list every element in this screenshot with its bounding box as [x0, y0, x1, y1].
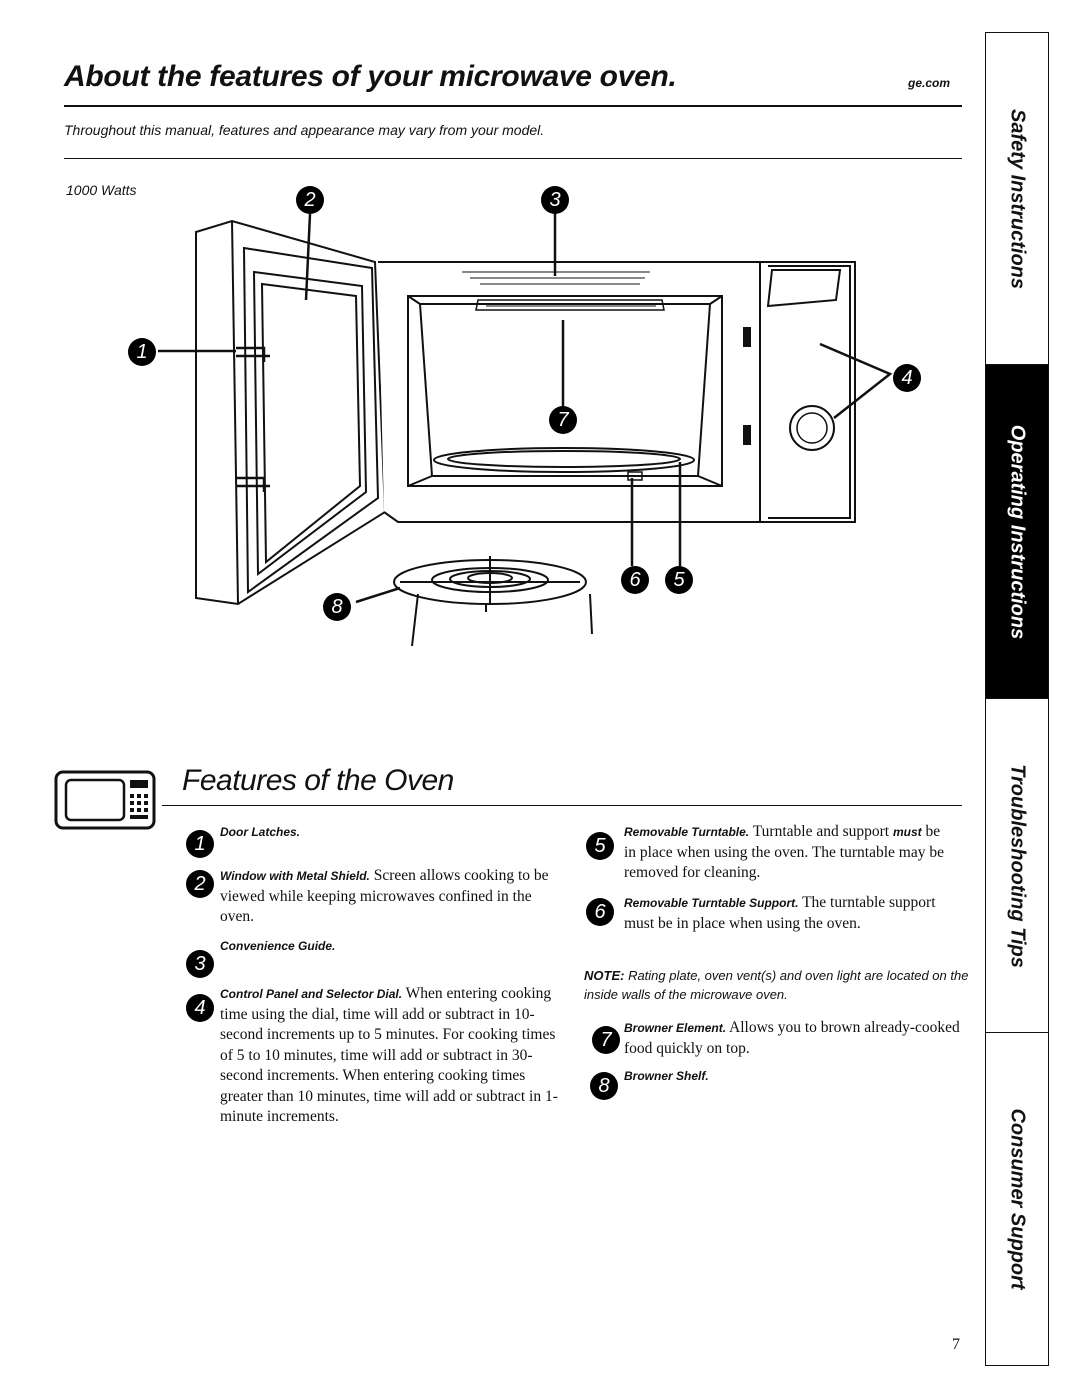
tab-safety-instructions[interactable]: Safety Instructions: [986, 33, 1048, 365]
browner-element: [475, 299, 665, 311]
watts-label: 1000 Watts: [66, 182, 137, 198]
note-label: NOTE:: [584, 968, 625, 983]
site-label: ge.com: [908, 76, 951, 90]
note-text: NOTE: Rating plate, oven vent(s) and ove…: [584, 968, 969, 1002]
callout-2: 2: [296, 186, 324, 214]
page-title: About the features of your microwave ove…: [64, 60, 677, 93]
microwave-icon: [54, 770, 156, 830]
callout-7: 7: [549, 406, 577, 434]
feature-number: 3: [186, 950, 214, 978]
feature-text: be in place when using the oven. The tur…: [624, 823, 944, 881]
feature-label: Control Panel and Selector Dial.: [220, 987, 403, 1001]
feature-label: Removable Turntable Support.: [624, 896, 799, 910]
feature-label: Browner Element.: [624, 1021, 727, 1035]
disclaimer-text: Throughout this manual, features and app…: [64, 122, 545, 138]
door-window: [252, 270, 368, 576]
callout-6: 6: [621, 566, 649, 594]
feature-item: Window with Metal Shield. Screen allows …: [220, 866, 560, 928]
feature-text: The turntable support must be in place w…: [624, 894, 936, 932]
feature-item: Browner Element. Allows you to brown alr…: [624, 1018, 964, 1059]
selector-dial: [789, 405, 835, 451]
disclaimer-rule: [64, 158, 962, 159]
callout-8: 8: [323, 593, 351, 621]
feature-number: 2: [186, 870, 214, 898]
feature-label: Removable Turntable.: [624, 825, 750, 839]
feature-number: 5: [586, 832, 614, 860]
microwave-diagram: [158, 212, 893, 647]
convenience-window: [766, 269, 842, 308]
section-title: Features of the Oven: [182, 764, 454, 797]
tab-operating-instructions[interactable]: Operating Instructions: [986, 365, 1048, 699]
feature-text: When entering cooking time using the dia…: [220, 985, 558, 1125]
feature-number: 8: [590, 1072, 618, 1100]
section-rule: [162, 805, 962, 806]
page-number: 7: [952, 1336, 960, 1353]
feature-text: Allows you to brown already-cooked food …: [624, 1019, 960, 1057]
header-rule: [64, 105, 962, 107]
callout-4: 4: [893, 364, 921, 392]
oven-body: [378, 261, 856, 523]
feature-item: Control Panel and Selector Dial. When en…: [220, 984, 560, 1128]
feature-item: Removable Turntable. Turntable and suppo…: [624, 822, 954, 884]
feature-item: Convenience Guide.: [220, 936, 560, 957]
side-tabs: Safety Instructions Operating Instructio…: [985, 32, 1049, 1366]
tab-troubleshooting-tips[interactable]: Troubleshooting Tips: [986, 699, 1048, 1033]
feature-number: 4: [186, 994, 214, 1022]
feature-text: Turntable and support: [749, 823, 893, 840]
feature-number: 7: [592, 1026, 620, 1054]
oven-door: [195, 219, 387, 606]
callout-5: 5: [665, 566, 693, 594]
callout-3: 3: [541, 186, 569, 214]
feature-label: Door Latches.: [220, 825, 301, 839]
feature-label: Window with Metal Shield.: [220, 869, 370, 883]
feature-item: Browner Shelf.: [624, 1066, 954, 1087]
feature-label: Convenience Guide.: [220, 939, 336, 953]
feature-label: Browner Shelf.: [624, 1069, 709, 1083]
door-latch-top: [236, 346, 270, 362]
browner-shelf: [393, 556, 593, 647]
tab-consumer-support[interactable]: Consumer Support: [1006, 1108, 1029, 1290]
feature-text: Screen allows cooking to be viewed while…: [220, 867, 549, 925]
feature-number: 1: [186, 830, 214, 858]
feature-emphasis: must: [892, 825, 922, 839]
feature-item: Removable Turntable Support. The turntab…: [624, 893, 954, 934]
door-latch-bottom: [236, 476, 270, 492]
callout-1: 1: [128, 338, 156, 366]
feature-item: Door Latches.: [220, 822, 560, 843]
feature-number: 6: [586, 898, 614, 926]
